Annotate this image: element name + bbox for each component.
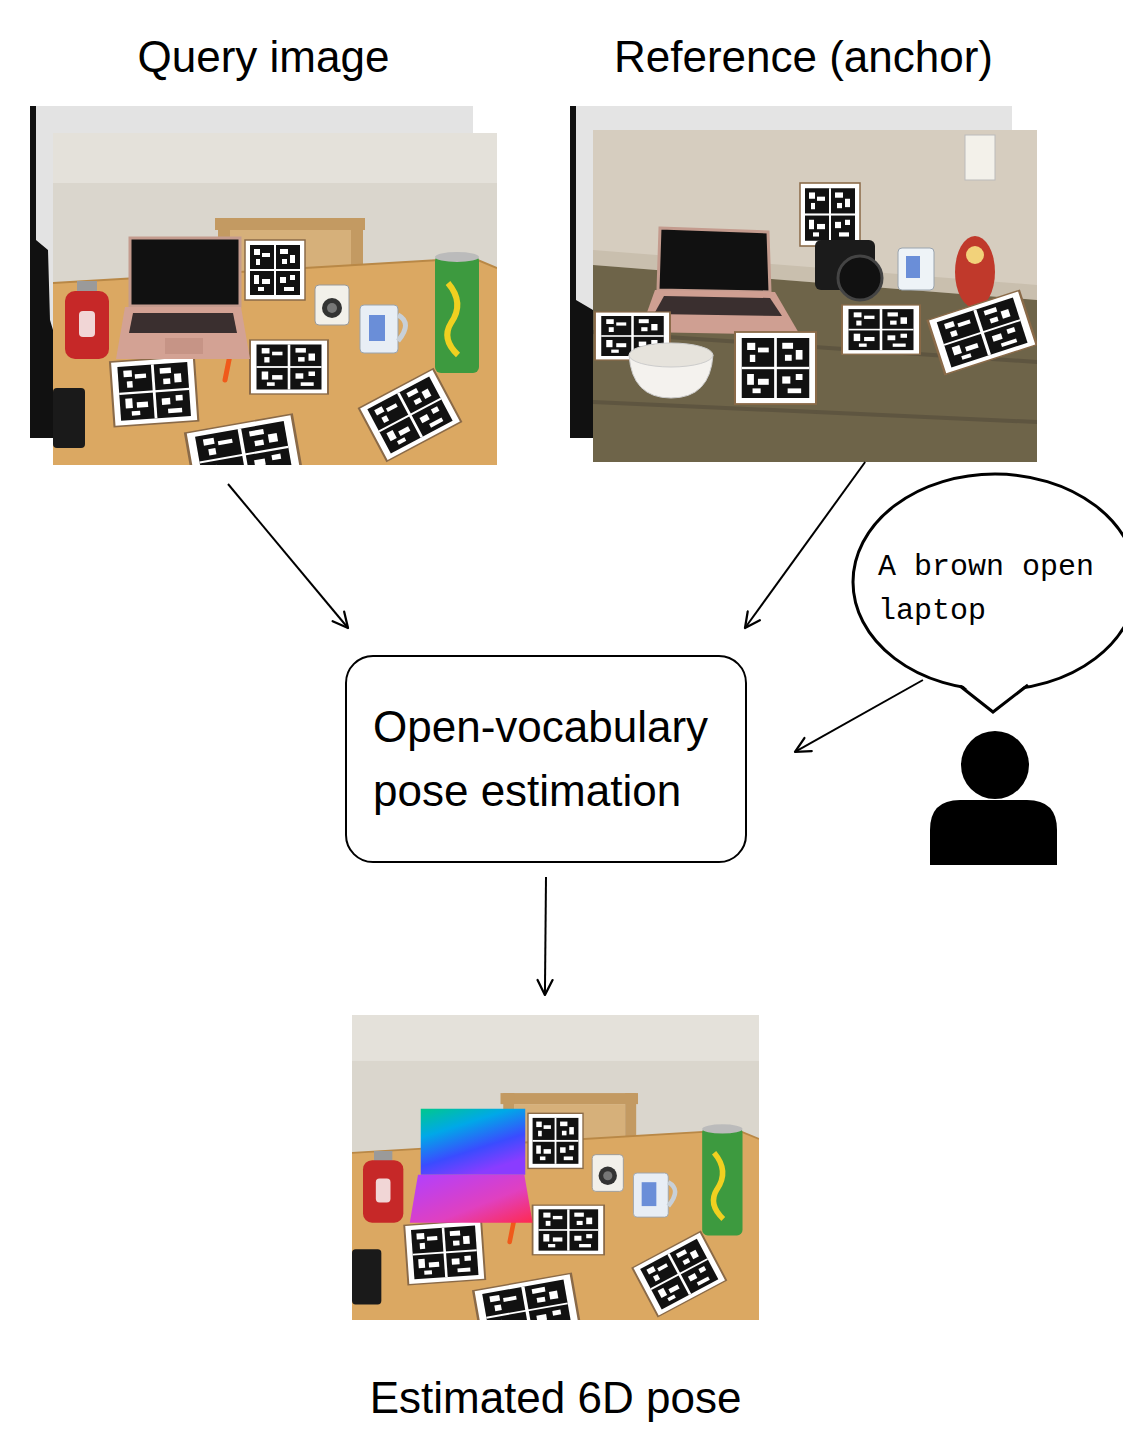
outlet	[965, 135, 995, 180]
bubble-tail-fill	[958, 681, 1030, 712]
aruco-marker	[735, 332, 816, 404]
aruco-marker	[842, 305, 920, 354]
table-scene	[352, 1015, 759, 1320]
panel-heading: Query image	[30, 32, 497, 82]
bubble-body	[853, 474, 1123, 690]
bubble-outline	[853, 473, 1123, 713]
aruco-marker	[928, 291, 1037, 375]
front-frame	[53, 133, 497, 465]
laptop-trackpad	[165, 338, 203, 354]
image-panel: Reference (anchor)	[570, 20, 1037, 462]
laptop-base	[116, 307, 250, 359]
pose-overlay-base	[410, 1175, 533, 1223]
output-image	[352, 1015, 759, 1320]
pose-overlay-screen	[421, 1109, 526, 1175]
process-box: Open-vocabulary pose estimation	[345, 655, 747, 863]
flow-arrow	[545, 877, 546, 995]
front-frame	[593, 130, 1037, 462]
back-frame-depth	[570, 106, 593, 438]
panel-caption: Estimated 6D pose	[352, 1373, 759, 1423]
image-panel: Query image	[30, 20, 497, 465]
laptop-keyboard	[654, 296, 782, 316]
laptop-screen	[658, 228, 770, 292]
aruco-marker	[800, 183, 860, 246]
mug	[898, 248, 934, 290]
person-head	[961, 731, 1029, 799]
wall	[593, 130, 1037, 462]
flow-arrow	[795, 680, 923, 752]
panel-heading: Reference (anchor)	[570, 32, 1037, 82]
process-label: Open-vocabulary pose estimation	[373, 695, 727, 823]
image-panel: Estimated 6D pose	[352, 1015, 759, 1425]
bubble-text: A brown open laptop	[878, 545, 1110, 633]
person-icon	[930, 731, 1057, 865]
bubble-tail	[960, 685, 1028, 712]
camera-lens	[838, 256, 882, 300]
nesting-doll	[955, 236, 995, 308]
doll-face	[966, 246, 984, 264]
flow-arrow	[745, 462, 865, 628]
speech-bubble: A brown open laptop	[853, 473, 1123, 713]
flow-arrow	[228, 484, 348, 628]
laptop-keyboard	[129, 313, 237, 333]
reference-image	[570, 106, 1037, 462]
back-frame-depth	[30, 106, 53, 438]
mug-print	[906, 256, 920, 278]
query-image	[30, 106, 497, 495]
bowl-rim	[629, 343, 713, 367]
laptop-screen	[130, 238, 240, 306]
table-scene	[53, 133, 497, 465]
person-body	[930, 800, 1057, 865]
